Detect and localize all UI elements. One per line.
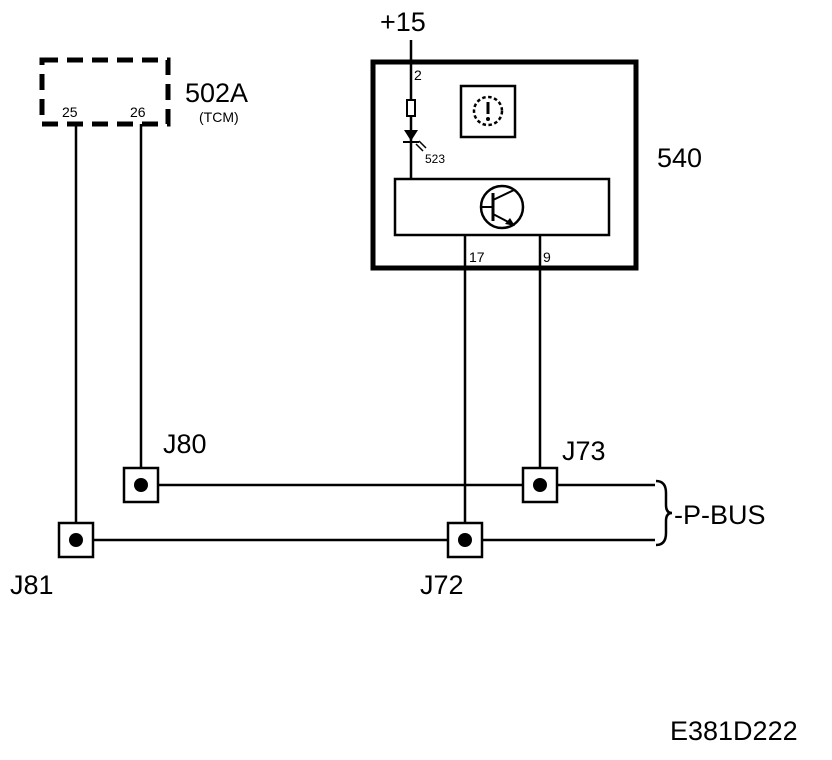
junction-j72-label: J72 bbox=[420, 570, 464, 600]
tcm-connector-502a bbox=[39, 57, 171, 127]
tcm-pin-26: 26 bbox=[130, 104, 146, 120]
module-pin-2: 2 bbox=[414, 67, 422, 83]
supply-label: +15 bbox=[380, 7, 426, 37]
junction-j80 bbox=[122, 466, 160, 504]
figure-code: E381D222 bbox=[670, 716, 798, 746]
bus-label: -P-BUS bbox=[674, 500, 766, 530]
junction-j73-label: J73 bbox=[562, 436, 606, 466]
led-label: 523 bbox=[425, 152, 445, 166]
driver-box bbox=[393, 177, 611, 237]
warning-lamp-icon bbox=[459, 84, 517, 139]
module-id: 540 bbox=[657, 143, 702, 173]
led-523-icon bbox=[403, 130, 427, 152]
junction-j80-label: J80 bbox=[163, 429, 207, 459]
transistor-icon bbox=[479, 184, 525, 230]
bus-brace bbox=[655, 479, 673, 547]
junction-j73 bbox=[521, 466, 559, 504]
tcm-name: (TCM) bbox=[199, 109, 239, 125]
tcm-pin-25: 25 bbox=[62, 104, 78, 120]
junction-j81 bbox=[57, 521, 95, 559]
tcm-id: 502A bbox=[185, 78, 248, 108]
module-pin-9: 9 bbox=[543, 249, 551, 265]
junction-j81-label: J81 bbox=[10, 570, 54, 600]
resistor-icon bbox=[406, 99, 416, 117]
module-pin-17: 17 bbox=[469, 249, 485, 265]
junction-j72 bbox=[446, 521, 484, 559]
module-540-box bbox=[370, 59, 639, 271]
